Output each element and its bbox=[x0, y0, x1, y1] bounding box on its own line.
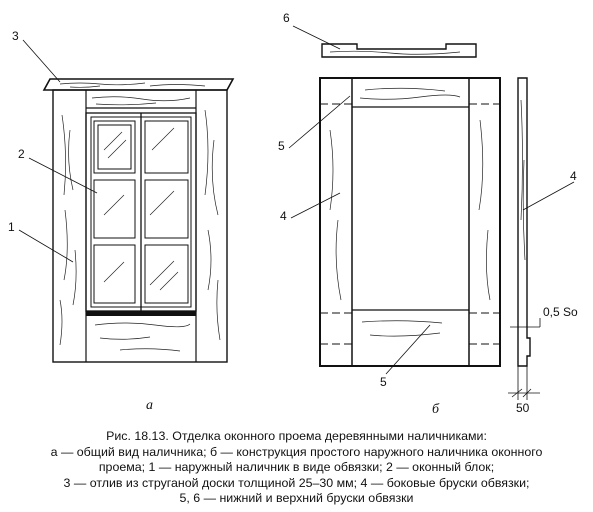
leader-lines bbox=[18, 25, 575, 375]
caption-line-2: а — общий вид наличника; б — конструкция… bbox=[50, 444, 543, 459]
subfigure-a-label: а bbox=[146, 398, 153, 413]
callout-a-3: 3 bbox=[12, 29, 19, 43]
view-a-casing-general bbox=[42, 78, 235, 363]
top-rail-piece bbox=[321, 43, 477, 58]
view-b-casing-construction bbox=[319, 43, 541, 400]
callout-a-1: 1 bbox=[8, 220, 15, 234]
dimension-width-label: 50 bbox=[516, 401, 530, 415]
casing-frame-outline bbox=[52, 89, 228, 363]
callout-b-4-right: 4 bbox=[570, 169, 577, 183]
top-rail bbox=[86, 96, 196, 109]
callout-b-6: 6 bbox=[283, 11, 290, 25]
technical-drawing: 3 2 1 6 5 4 4 5 0,5 So 50 а б bbox=[8, 11, 578, 417]
caption-line-4: 3 — отлив из струганой доски толщиной 25… bbox=[63, 475, 530, 490]
drip-board bbox=[42, 78, 235, 91]
caption-line-3: проема; 1 — наружный наличник в виде обв… bbox=[98, 460, 495, 475]
callout-a-2: 2 bbox=[18, 147, 25, 161]
window-block bbox=[85, 112, 197, 312]
bottom-rail bbox=[86, 311, 196, 352]
side-section-profile bbox=[508, 77, 541, 400]
right-stile bbox=[195, 90, 221, 362]
callout-b-4-left: 4 bbox=[280, 209, 287, 223]
figure-caption: Рис. 18.13. Отделка оконного проема дере… bbox=[4, 429, 589, 507]
callout-b-5-top: 5 bbox=[278, 139, 285, 153]
left-stile bbox=[59, 90, 87, 362]
callout-b-5-bottom: 5 bbox=[380, 375, 387, 389]
subfigure-b-label: б bbox=[432, 402, 440, 417]
caption-line-1: Рис. 18.13. Отделка оконного проема дере… bbox=[106, 429, 487, 443]
casing-frame-b bbox=[319, 77, 501, 367]
dimension-offset-label: 0,5 So bbox=[543, 305, 578, 319]
caption-line-5: 5, 6 — нижний и верхний бруски обвязки bbox=[179, 491, 414, 506]
